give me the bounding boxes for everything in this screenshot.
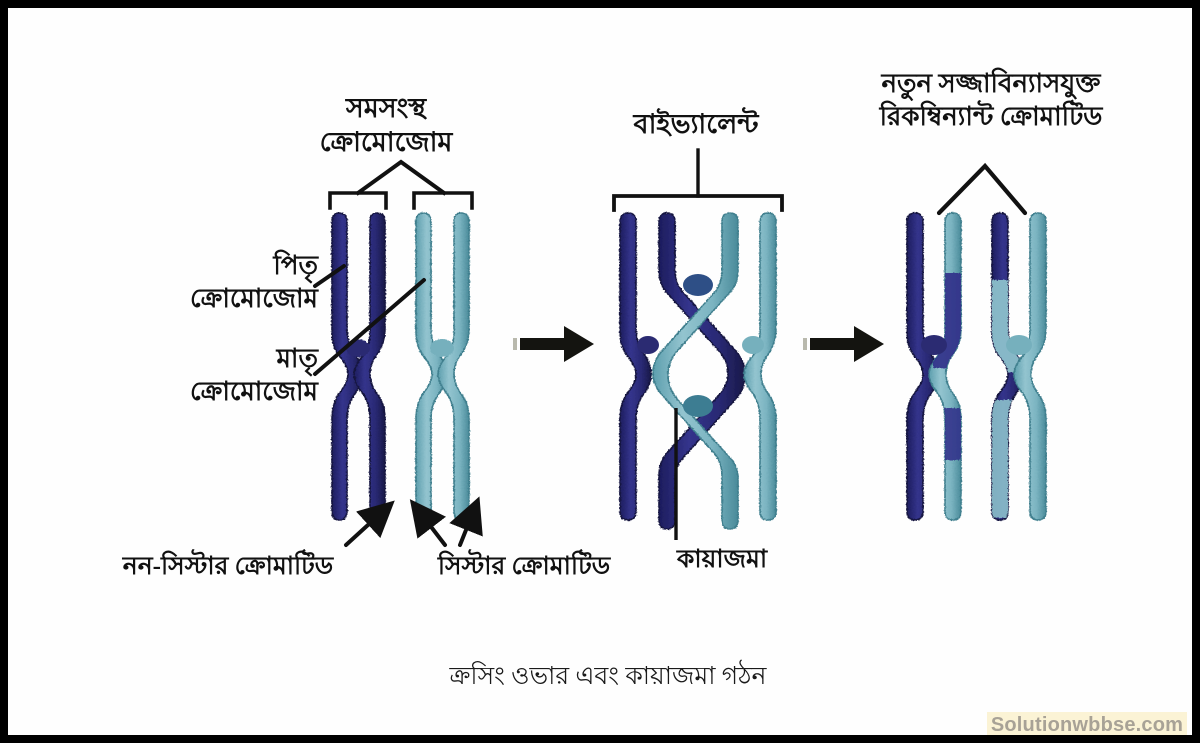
paternal-chromosome-label: পিতৃ ক্রোমোজোম — [138, 250, 318, 315]
paternal-label-line-2: ক্রোমোজোম — [190, 283, 318, 313]
maternal-chromosome — [415, 212, 470, 521]
chiasma-upper-node — [683, 274, 713, 296]
figure-frame: সমসংস্থ ক্রোমোজোম পিতৃ ক্রোমোজোম মাতৃ ক্… — [8, 8, 1192, 735]
bivalent-chromatid-inner-light-crossover — [652, 212, 739, 530]
bivalent-chromatid-outer-dark — [619, 212, 652, 521]
panel-2-title: বাইভ্যালেন্ট — [633, 109, 759, 139]
panel-3-pointers — [936, 162, 1028, 216]
paternal-label-line-1: পিতৃ — [273, 251, 318, 280]
recombinant-chromatid-4 — [1013, 212, 1047, 521]
chiasma-label: কায়াজমা — [676, 546, 768, 573]
diagram-graphics — [313, 148, 1047, 547]
panel-1-title: সমসংস্থ ক্রোমোজোম — [246, 92, 526, 160]
arrow-2 — [803, 326, 884, 362]
bivalent-chromatid-outer-light — [743, 212, 777, 521]
recombinant-chromatid-2 — [928, 212, 962, 521]
panel-3-title: নতুন সজ্জাবিন্যাসযুক্ত রিকম্বিন্যান্ট ক্… — [798, 68, 1184, 133]
chiasma-lower-node — [683, 395, 713, 417]
maternal-chromosome-label: মাতৃ ক্রোমোজোম — [138, 343, 318, 408]
panel-1-pointers — [313, 264, 483, 547]
maternal-label-line-2: ক্রোমোজোম — [190, 376, 318, 406]
arrow-1 — [513, 326, 594, 362]
panel-2-bracket — [612, 148, 784, 212]
sister-chromatid-label: সিস্টার ক্রোমাটিড — [437, 553, 611, 580]
panel-3-title-line-2: রিকম্বিন্যান্ট ক্রোমাটিড — [879, 101, 1103, 131]
paternal-chromosome — [331, 212, 386, 521]
panel-1-brackets — [328, 159, 474, 210]
panel-3-title-line-1: নতুন সজ্জাবিন্যাসযুক্ত — [881, 69, 1101, 98]
maternal-label-line-1: মাতৃ — [276, 344, 319, 373]
panel-1-title-line-1: সমসংস্থ — [345, 93, 427, 123]
panel-1-title-line-2: ক্রোমোজোম — [319, 126, 453, 157]
figure-caption: ক্রসিং ওভার এবং কায়াজমা গঠন — [449, 663, 767, 690]
watermark: Solutionwbbse.com — [987, 712, 1187, 735]
non-sister-chromatid-label: নন-সিস্টার ক্রোমাটিড — [122, 553, 334, 580]
